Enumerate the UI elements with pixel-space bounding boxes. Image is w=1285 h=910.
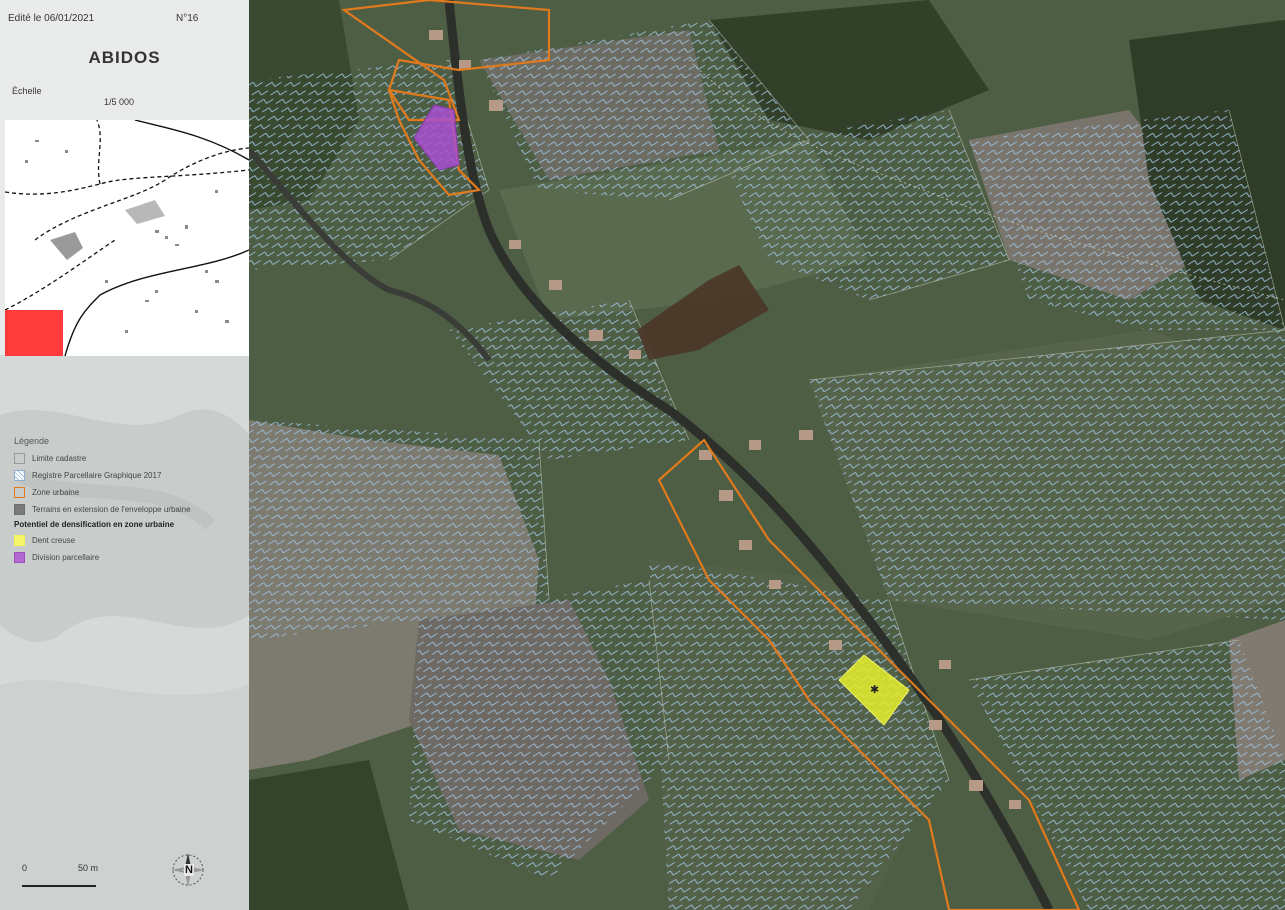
north-label: N — [184, 864, 194, 876]
locator-map — [5, 120, 249, 356]
dent-creuse-parcel — [838, 654, 910, 726]
legend-label: Division parcellaire — [32, 553, 100, 562]
legend-label: Terrains en extension de l'enveloppe urb… — [32, 505, 191, 514]
scale-bar: 0 50 m — [22, 857, 142, 887]
extension-parcel — [637, 265, 769, 360]
legend-swatch-dent-creuse — [14, 535, 25, 546]
legend-subheading: Potentiel de densification en zone urbai… — [14, 520, 175, 529]
page-title: ABIDOS — [88, 48, 161, 67]
map-legend: Légende Limite cadastre Registre Parcell… — [14, 436, 244, 566]
legend-item: Zone urbaine — [14, 484, 244, 501]
compass-icon — [171, 853, 205, 887]
legend-swatch-rpg — [14, 470, 25, 481]
legend-label: Registre Parcellaire Graphique 2017 — [32, 471, 162, 480]
legend-swatch-urban-zone — [14, 487, 25, 498]
scale-end: 50 m — [78, 863, 99, 873]
map-number: N°16 — [176, 13, 199, 24]
map-sidebar: Edité le 06/01/2021 N°16 ABIDOS Échelle … — [0, 0, 249, 910]
legend-item: Limite cadastre — [14, 450, 244, 467]
legend-item: Dent creuse — [14, 532, 244, 549]
legend-label: Dent creuse — [32, 536, 76, 545]
urban-zone-south — [657, 438, 1081, 910]
legend-heading: Légende — [14, 436, 50, 446]
legend-swatch-cadastre — [14, 453, 25, 464]
legend-swatch-division — [14, 552, 25, 563]
division-parcel — [413, 104, 460, 171]
edition-date: Edité le 06/01/2021 — [8, 13, 95, 24]
woodland-bottom — [249, 760, 409, 910]
legend-item: Registre Parcellaire Graphique 2017 — [14, 467, 244, 484]
scale-value: 1/5 000 — [104, 97, 135, 107]
dent-creuse-marker: ✱ — [870, 684, 879, 696]
north-arrow: N — [168, 850, 208, 890]
legend-item: Division parcellaire — [14, 549, 244, 566]
scale-line — [22, 885, 96, 887]
legend-label: Limite cadastre — [32, 454, 87, 463]
rpg-parcels-hatched — [249, 20, 1285, 910]
aerial-map: ✱ — [249, 0, 1285, 910]
scale-start: 0 — [22, 863, 28, 873]
track — [688, 59, 1285, 301]
urban-zone-north — [341, 0, 551, 122]
legend-label: Zone urbaine — [32, 488, 80, 497]
side-road — [249, 148, 492, 362]
legend-item: Terrains en extension de l'enveloppe urb… — [14, 501, 244, 518]
scale-label: Échelle — [12, 86, 42, 96]
legend-swatch-extension — [14, 504, 25, 515]
sidebar-background — [0, 355, 249, 910]
houses — [429, 30, 1021, 809]
